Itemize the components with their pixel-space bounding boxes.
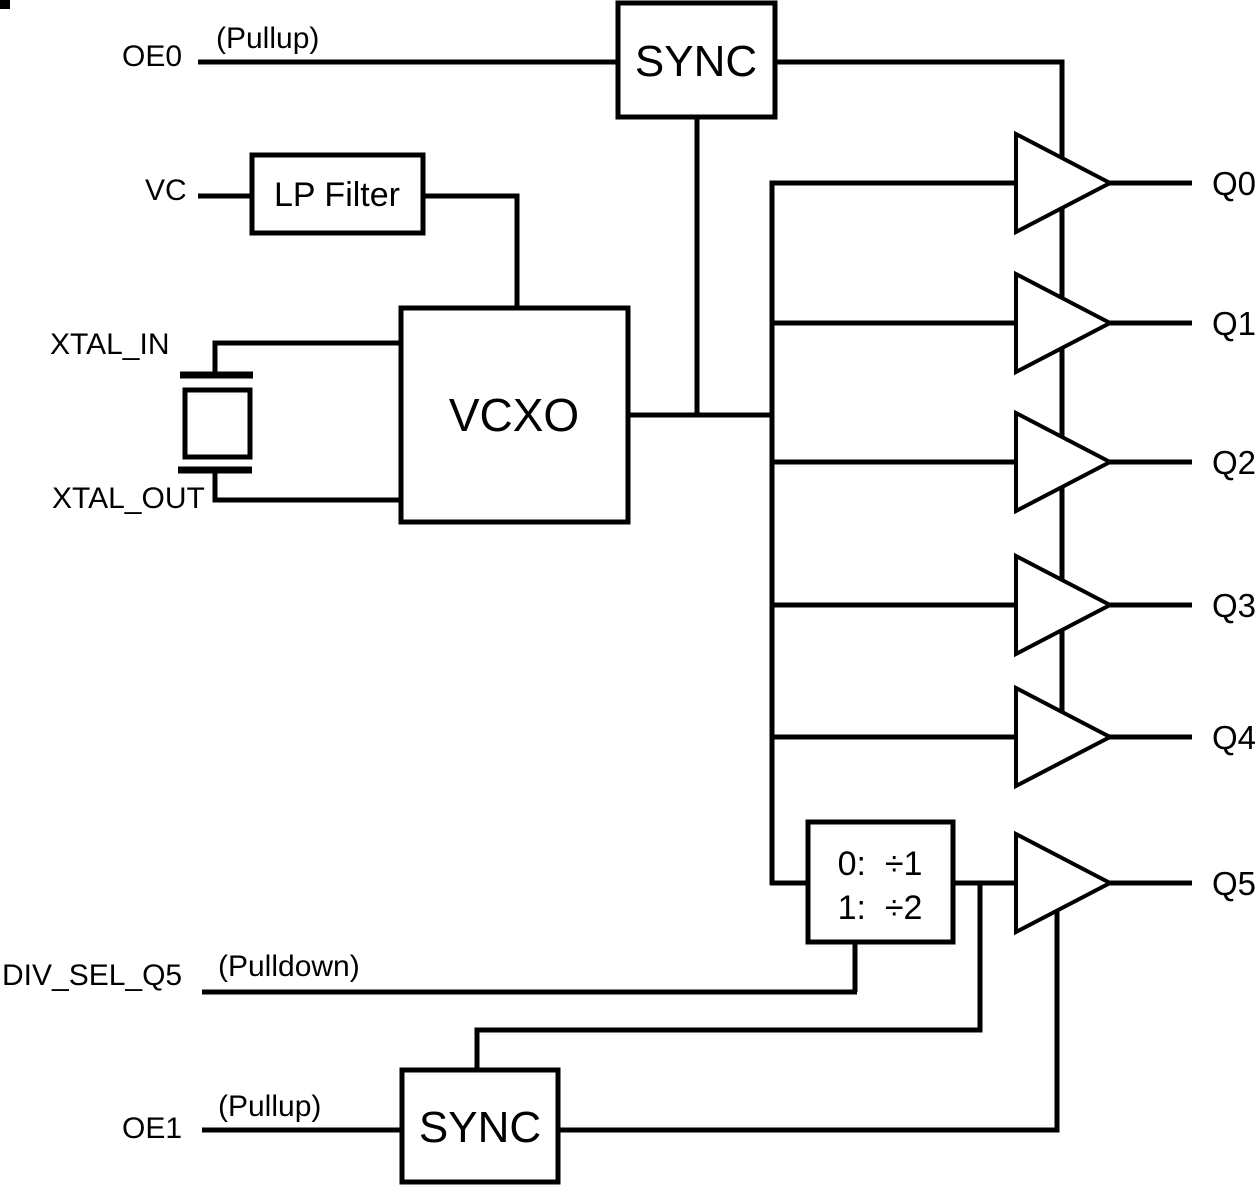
vcxo-block bbox=[398, 305, 631, 525]
buffer-q1 bbox=[1014, 270, 1115, 376]
divider-mode-0: 0: ÷1 bbox=[838, 845, 923, 883]
xtal-out-label: XTAL_OUT bbox=[52, 482, 205, 515]
output-label-q4: Q4 bbox=[1212, 719, 1256, 756]
divider-mode-1: 1: ÷2 bbox=[838, 889, 923, 927]
oe0-label: OE0 bbox=[122, 40, 182, 73]
vcxo-label: VCXO bbox=[449, 389, 579, 441]
output-label-q1: Q1 bbox=[1212, 305, 1256, 342]
wire-xtal-in bbox=[212, 340, 403, 376]
output-label-q0: Q0 bbox=[1212, 165, 1256, 202]
oe0-pullup-note: (Pullup) bbox=[216, 22, 319, 55]
wire-xtal-out bbox=[212, 468, 403, 503]
buffer-q4 bbox=[1014, 684, 1115, 790]
wire-oe1-enable bbox=[556, 898, 1060, 1133]
output-label-q3: Q3 bbox=[1212, 587, 1256, 624]
output-label-q5: Q5 bbox=[1212, 865, 1256, 902]
wire-oe0-enable bbox=[775, 59, 1065, 742]
oe1-pullup-note: (Pullup) bbox=[218, 1090, 321, 1123]
div-sel-q5-pulldown-note: (Pulldown) bbox=[218, 950, 360, 983]
sync-top-label: SYNC bbox=[635, 37, 757, 86]
xtal-in-label: XTAL_IN bbox=[50, 328, 170, 361]
scan-artifact bbox=[0, 0, 10, 9]
oe1-label: OE1 bbox=[122, 1112, 182, 1145]
sync-bottom-label: SYNC bbox=[419, 1103, 541, 1152]
lp-filter-block bbox=[249, 152, 426, 236]
sync-top-block bbox=[615, 0, 778, 120]
output-label-q2: Q2 bbox=[1212, 444, 1256, 481]
divider-block bbox=[805, 819, 956, 945]
lp-filter-label: LP Filter bbox=[274, 176, 400, 214]
wire-lp-filter-to-vcxo bbox=[421, 193, 520, 310]
buffer-q3 bbox=[1014, 552, 1115, 658]
wire-q5-clock-to-sync bbox=[474, 881, 983, 1072]
crystal-symbol bbox=[182, 387, 253, 460]
buffer-q2 bbox=[1014, 409, 1115, 515]
buffer-q5 bbox=[1014, 830, 1115, 936]
div-sel-q5-label: DIV_SEL_Q5 bbox=[2, 959, 182, 992]
sync-bottom-block bbox=[399, 1067, 561, 1185]
buffer-q0 bbox=[1014, 130, 1115, 236]
vc-label: VC bbox=[145, 174, 187, 207]
